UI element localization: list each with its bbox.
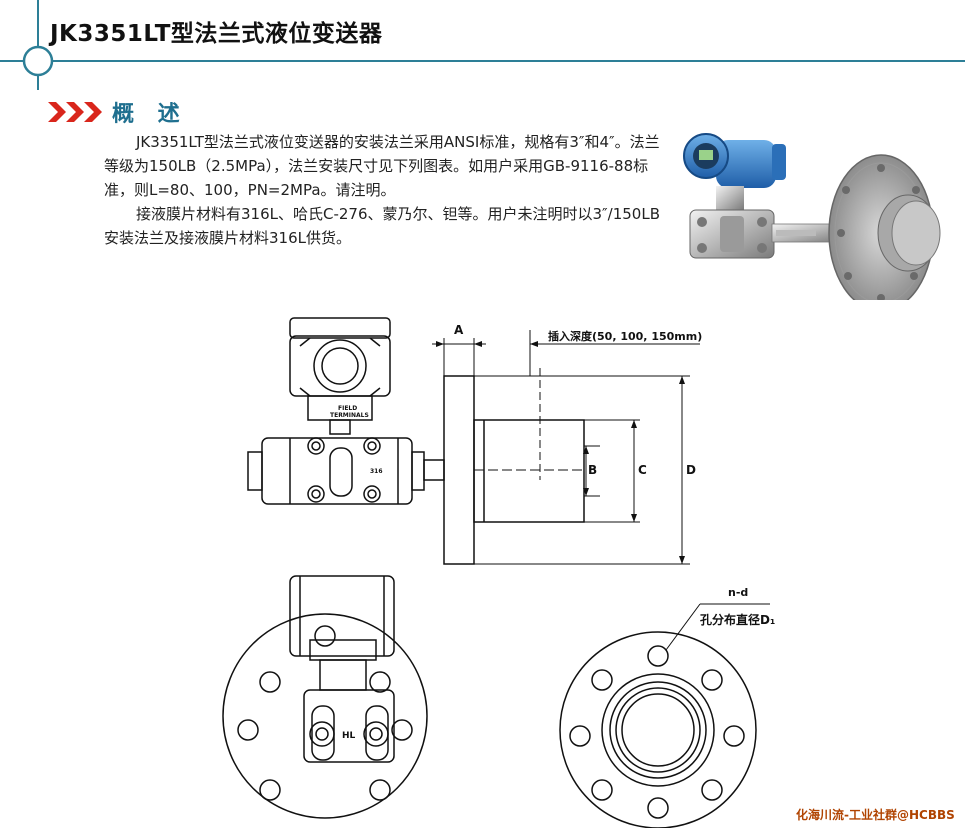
dimension-arrows xyxy=(436,341,685,564)
transmitter-side-view xyxy=(247,317,445,505)
dimension-label-c: C xyxy=(638,463,647,477)
intro-paragraph-2: 接液膜片材料有316L、哈氏C-276、蒙乃尔、钽等。用户未注明时以3″/150… xyxy=(104,205,660,247)
triple-chevron-icon xyxy=(48,102,102,122)
flange-face-view xyxy=(559,603,770,828)
transmitter-front-view xyxy=(222,575,428,819)
insertion-depth-label: 插入深度(50, 100, 150mm) xyxy=(548,329,702,343)
dimension-label-b: B xyxy=(588,463,597,477)
section-heading: 概 述 xyxy=(48,96,188,128)
field-terminals-label-2: TERMINALS xyxy=(330,412,369,419)
hole-count-label: n-d xyxy=(728,586,748,599)
bolt-circle-label: 孔分布直径D₁ xyxy=(700,612,775,627)
section-title: 概 述 xyxy=(112,102,188,127)
product-photo xyxy=(683,133,941,300)
dimension-label-d: D xyxy=(686,463,696,477)
hl-label: HL xyxy=(342,731,356,741)
flange-side-view xyxy=(443,368,585,565)
watermark: 化海川流-工业社群@HCBBS xyxy=(796,808,955,822)
field-terminals-label-1: FIELD xyxy=(338,405,357,412)
header-rule xyxy=(0,0,965,90)
intro-paragraph-1: JK3351LT型法兰式液位变送器的安装法兰采用ANSI标准，规格有3″和4″。… xyxy=(104,133,660,199)
technical-drawing: A 插入深度(50, 100, 150mm) B C D FIELD TERMI… xyxy=(222,317,775,828)
page-title: JK3351LT型法兰式液位变送器 xyxy=(50,21,383,47)
intro-text: JK3351LT型法兰式液位变送器的安装法兰采用ANSI标准，规格有3″和4″。… xyxy=(104,130,664,250)
dimension-lines xyxy=(432,330,700,565)
dimension-label-a: A xyxy=(454,323,464,337)
material-mark-316: 316 xyxy=(370,468,383,475)
